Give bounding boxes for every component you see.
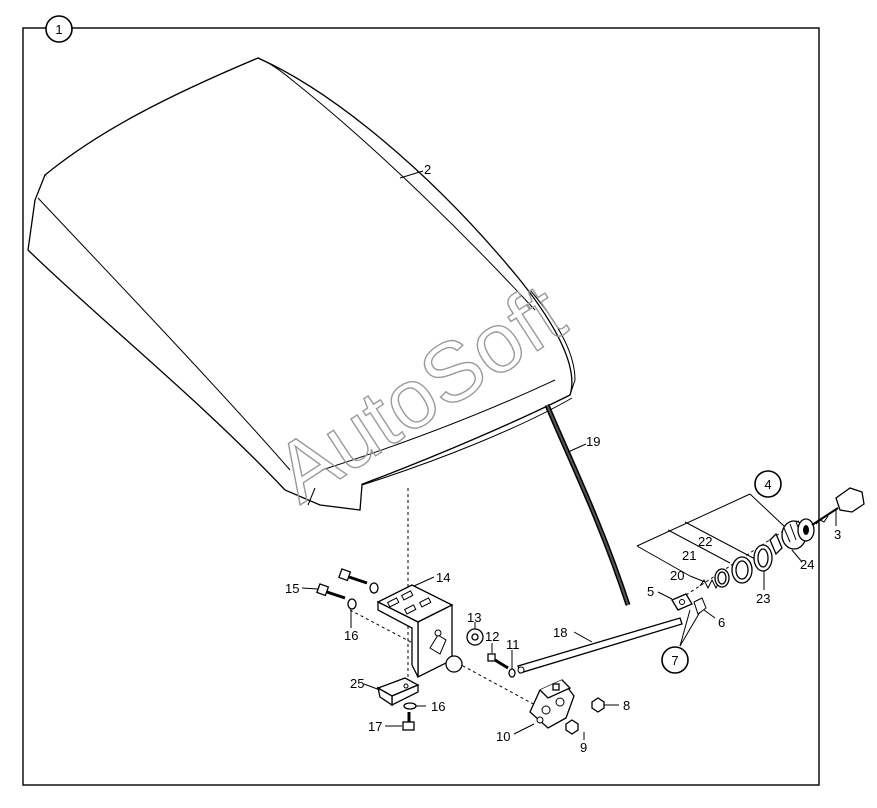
label-22: 22 bbox=[698, 534, 712, 549]
pin-12 bbox=[487, 643, 509, 670]
latch-10 bbox=[513, 679, 575, 735]
bolt-15 bbox=[301, 568, 368, 600]
cam-5 bbox=[657, 591, 693, 611]
label-8: 8 bbox=[623, 698, 630, 713]
nut-9 bbox=[565, 719, 585, 740]
washer-16-lower bbox=[403, 702, 426, 710]
label-20: 20 bbox=[670, 568, 684, 583]
washer-13 bbox=[445, 622, 484, 673]
label-25: 25 bbox=[350, 676, 364, 691]
callout-7: 7 bbox=[661, 609, 701, 674]
label-21: 21 bbox=[682, 548, 696, 563]
align-line-latch bbox=[451, 659, 549, 713]
label-14: 14 bbox=[436, 570, 450, 585]
seal-strip bbox=[544, 404, 631, 606]
ring-22 bbox=[731, 556, 753, 584]
label-13: 13 bbox=[467, 610, 481, 625]
label-5: 5 bbox=[647, 584, 654, 599]
spring-20 bbox=[689, 575, 721, 590]
lock-cylinder-24 bbox=[769, 518, 815, 563]
label-16: 16 bbox=[344, 628, 358, 643]
label-3: 3 bbox=[834, 527, 841, 542]
label-18: 18 bbox=[553, 625, 567, 640]
label-19: 19 bbox=[586, 434, 600, 449]
callout-7-text: 7 bbox=[671, 653, 678, 668]
nut-8 bbox=[591, 697, 619, 713]
callout-4-text: 4 bbox=[764, 477, 771, 492]
label-15: 15 bbox=[285, 581, 299, 596]
ring-21 bbox=[714, 568, 730, 588]
label-12: 12 bbox=[485, 629, 499, 644]
rod-18 bbox=[517, 617, 683, 674]
label-6: 6 bbox=[718, 615, 725, 630]
callout-1-text: 1 bbox=[55, 22, 62, 37]
label-24: 24 bbox=[800, 557, 814, 572]
callout-4: 4 bbox=[754, 470, 782, 498]
label-2: 2 bbox=[424, 162, 431, 177]
nut-11 bbox=[508, 650, 516, 678]
diagram-frame bbox=[22, 27, 820, 786]
label-23: 23 bbox=[756, 591, 770, 606]
lock-assembly-leaders bbox=[636, 493, 786, 577]
label-9: 9 bbox=[580, 740, 587, 755]
bracket-25 bbox=[363, 677, 420, 707]
washer-16 bbox=[347, 582, 379, 628]
label-17: 17 bbox=[368, 719, 382, 734]
label-16-lower: 16 bbox=[431, 699, 445, 714]
label-11: 11 bbox=[506, 637, 520, 652]
gasket-23 bbox=[753, 544, 773, 590]
key-3 bbox=[811, 487, 865, 526]
bolt-17 bbox=[385, 712, 415, 731]
label-10: 10 bbox=[496, 729, 510, 744]
callout-1: 1 bbox=[45, 15, 73, 43]
hood-panel bbox=[27, 57, 576, 511]
bracket-14 bbox=[376, 576, 454, 679]
clip-6 bbox=[693, 597, 716, 619]
